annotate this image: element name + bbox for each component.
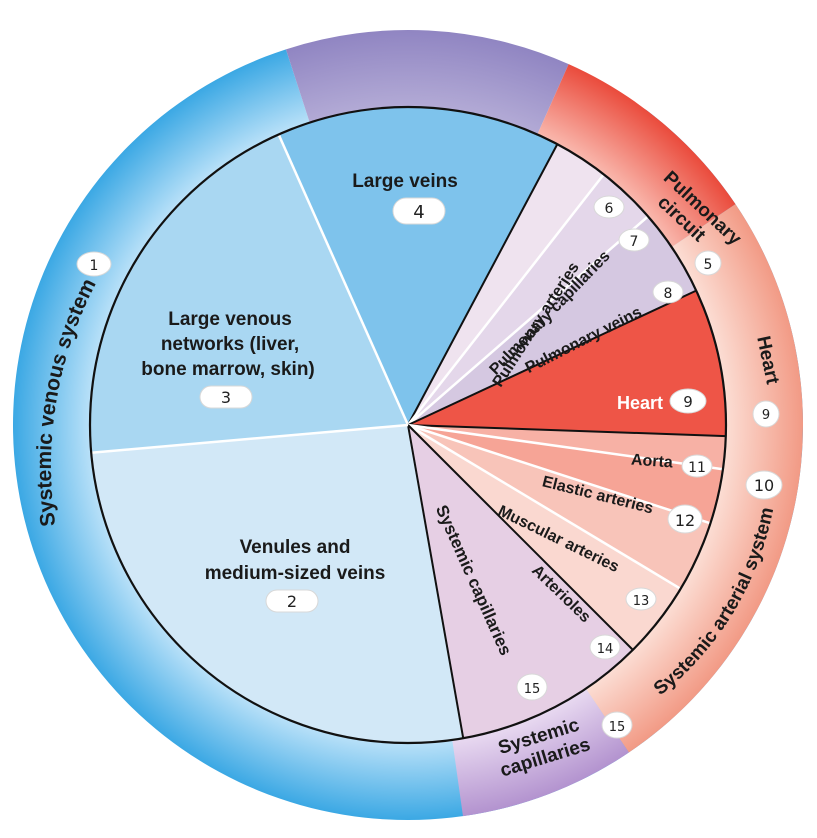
note-badge bbox=[625, 587, 657, 611]
divider-pulmonary-arteries bbox=[407, 143, 559, 426]
note-5: 5 bbox=[704, 257, 713, 273]
divider-large-venous-networks bbox=[91, 423, 409, 454]
sector-systemic-capillaries bbox=[408, 425, 633, 739]
label-venules: Venules and medium-sized veins 2 bbox=[205, 537, 386, 613]
note-2: 2 bbox=[287, 592, 297, 611]
sector-dividers bbox=[91, 133, 726, 739]
note-badge bbox=[618, 228, 650, 252]
label-large-venous-networks: Large venous networks (liver, bone marro… bbox=[141, 309, 315, 409]
note-6: 6 bbox=[605, 201, 614, 217]
venules-line2: medium-sized veins bbox=[205, 563, 386, 584]
note-badge bbox=[199, 385, 253, 409]
note-14: 14 bbox=[597, 642, 614, 657]
note-badge bbox=[669, 388, 707, 414]
note-badge bbox=[265, 589, 319, 613]
note-badge bbox=[652, 280, 684, 304]
ring-heart bbox=[536, 64, 736, 249]
sector-pulmonary-veins bbox=[408, 216, 697, 425]
divider-venules bbox=[407, 424, 465, 739]
sector-pulmonary-arteries bbox=[408, 144, 604, 426]
large-venous-networks-line1: Large venous bbox=[168, 309, 292, 330]
venules-line1: Venules and bbox=[240, 537, 351, 558]
sector-heart bbox=[408, 290, 726, 437]
label-aorta: Aorta bbox=[630, 452, 673, 472]
divider-arterioles bbox=[407, 423, 682, 590]
note-12: 12 bbox=[675, 511, 695, 530]
note-badge bbox=[667, 504, 703, 534]
sector-large-veins bbox=[278, 107, 558, 425]
note-9-heart: 9 bbox=[683, 393, 693, 411]
note-badge bbox=[76, 251, 112, 277]
divider-systemic-capillaries bbox=[407, 424, 634, 651]
note-badge bbox=[589, 634, 621, 660]
note-badge bbox=[392, 197, 446, 225]
note-badge bbox=[681, 454, 713, 478]
heart-sector-label: Heart bbox=[617, 393, 663, 413]
note-1: 1 bbox=[90, 258, 99, 274]
ring-systemic-capillaries bbox=[451, 686, 629, 817]
sector-pulmonary-capillaries bbox=[408, 174, 648, 425]
sector-large-venous-networks bbox=[90, 134, 409, 453]
note-15-ring: 15 bbox=[609, 720, 626, 735]
note-13: 13 bbox=[633, 594, 650, 609]
outer-ring bbox=[13, 30, 804, 821]
divider-aorta bbox=[407, 424, 726, 438]
inner-pie bbox=[90, 107, 726, 743]
note-3: 3 bbox=[221, 388, 231, 407]
note-10: 10 bbox=[754, 476, 774, 495]
note-badge bbox=[752, 400, 780, 428]
divider-pulmonary-capillaries bbox=[407, 173, 605, 426]
note-4: 4 bbox=[413, 202, 424, 223]
divider-large-veins bbox=[277, 133, 410, 426]
note-7: 7 bbox=[630, 234, 639, 250]
inner-pie-outline bbox=[88, 105, 728, 745]
note-9-ring: 9 bbox=[762, 408, 770, 423]
sector-arterioles bbox=[408, 425, 681, 650]
note-badge bbox=[745, 470, 783, 500]
divider-elastic-arteries bbox=[407, 423, 724, 471]
large-veins-label: Large veins bbox=[352, 171, 458, 192]
label-heart-sector: Heart 9 bbox=[617, 388, 707, 414]
note-15-sector: 15 bbox=[524, 682, 541, 697]
note-11: 11 bbox=[688, 460, 706, 476]
aorta-label: Aorta bbox=[630, 452, 673, 472]
note-8: 8 bbox=[664, 286, 673, 302]
ring-pulmonary-circuit bbox=[285, 30, 569, 137]
note-badge bbox=[694, 250, 722, 276]
note-badge bbox=[601, 711, 633, 739]
sector-muscular-arteries bbox=[408, 425, 711, 589]
divider-muscular-arteries bbox=[407, 423, 711, 525]
sector-venules bbox=[91, 425, 464, 743]
label-large-veins: Large veins 4 bbox=[352, 171, 458, 225]
note-badge bbox=[593, 195, 625, 219]
note-badge bbox=[516, 673, 548, 701]
large-venous-networks-line2: networks (liver, bbox=[161, 334, 299, 355]
divider-pulmonary-veins bbox=[407, 215, 649, 426]
large-venous-networks-line3: bone marrow, skin) bbox=[141, 359, 315, 380]
divider-heart bbox=[407, 289, 697, 426]
ring-systemic-arterial-system bbox=[584, 204, 804, 753]
